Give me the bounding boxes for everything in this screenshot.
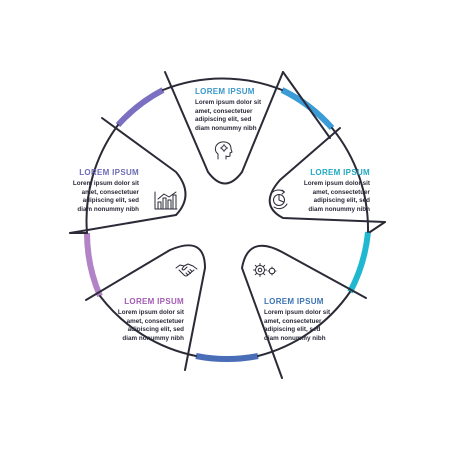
block-line: diam nonummy nibh — [308, 205, 370, 213]
block-line: adipiscing elit, sed — [127, 326, 184, 334]
petal-left-top-outline — [69, 117, 187, 234]
outer-ring-top-left — [85, 124, 119, 234]
block-line: amet, consectetuer — [312, 188, 370, 196]
text-block-left-bottom: LOREM IPSUM Lorem ipsum dolor sit amet, … — [64, 297, 184, 343]
outer-ring-right-bottom — [257, 291, 351, 357]
clock-chart-icon — [270, 189, 288, 210]
block-line: adipiscing elit, sed — [264, 326, 321, 334]
block-line: amet, consectetuer — [264, 317, 322, 325]
petal-right-top-outline — [268, 71, 386, 223]
block-line: adipiscing elit, sed — [313, 197, 370, 205]
outer-ring-right-top — [331, 127, 370, 233]
gears-icon — [253, 263, 277, 277]
block-line: adipiscing elit, sed — [82, 197, 139, 205]
outer-ring-left-bottom — [99, 295, 197, 357]
block-line: diam nonummy nibh — [195, 124, 257, 132]
text-block-top: LOREM IPSUM Lorem ipsum dolor sit amet, … — [195, 87, 315, 133]
block-line: Lorem ipsum dolor sit — [195, 99, 262, 106]
block-title: LOREM IPSUM — [264, 297, 324, 306]
head-gear-icon — [214, 141, 233, 160]
arc-segment-bottom — [195, 353, 259, 363]
block-line: amet, consectetuer — [126, 317, 184, 325]
block-line: diam nonummy nibh — [77, 205, 139, 213]
block-line: diam nonummy nibh — [122, 334, 184, 342]
arc-segment-top-left — [115, 87, 165, 128]
block-title: LOREM IPSUM — [310, 168, 370, 177]
block-line: Lorem ipsum dolor sit — [303, 180, 370, 187]
arc-segment-right — [347, 231, 371, 294]
arc-segment-top-right — [280, 87, 335, 131]
handshake-icon — [175, 263, 198, 277]
text-block-right-top: LOREM IPSUM Lorem ipsum dolor sit amet, … — [250, 168, 370, 214]
petal-top-outline — [164, 71, 284, 185]
block-line: adipiscing elit, sed — [195, 116, 252, 124]
block-line: Lorem ipsum dolor sit — [117, 309, 184, 316]
bar-chart-icon — [154, 191, 178, 210]
text-block-right-bottom: LOREM IPSUM Lorem ipsum dolor sit amet, … — [264, 297, 384, 343]
arc-segment-left — [84, 232, 103, 298]
block-line: amet, consectetuer — [195, 107, 253, 115]
petal-left-bottom-outline — [69, 232, 206, 371]
block-title: LOREM IPSUM — [195, 87, 255, 96]
block-title: LOREM IPSUM — [124, 297, 184, 306]
block-line: Lorem ipsum dolor sit — [264, 309, 331, 316]
block-line: Lorem ipsum dolor sit — [72, 180, 139, 187]
block-line: diam nonummy nibh — [264, 334, 326, 342]
text-block-left-top: LOREM IPSUM Lorem ipsum dolor sit amet, … — [19, 168, 139, 214]
outer-ring-top — [162, 77, 283, 91]
block-line: amet, consectetuer — [81, 188, 139, 196]
petal-right-bottom-outline — [241, 221, 386, 379]
block-title: LOREM IPSUM — [79, 168, 139, 177]
